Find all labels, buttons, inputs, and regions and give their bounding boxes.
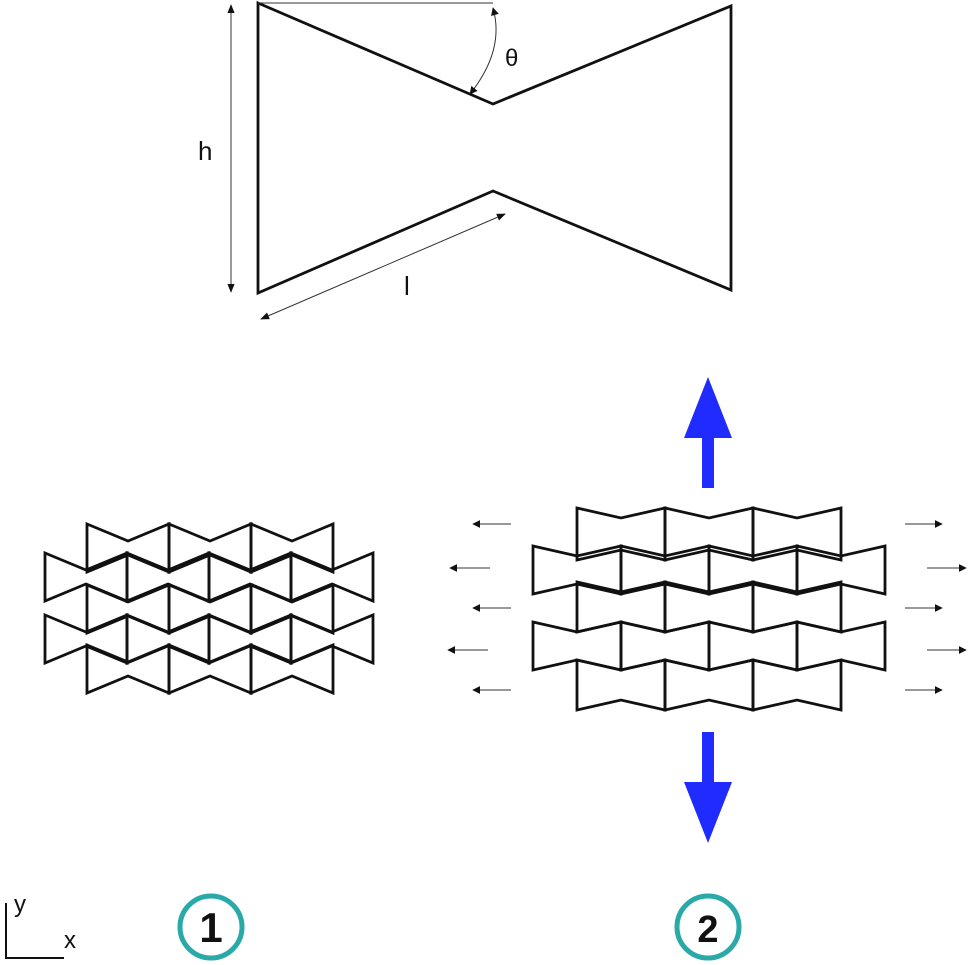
panel-badge-2: 2: [674, 893, 742, 961]
arrow-up-icon: [684, 377, 732, 488]
panel-number-1: 1: [199, 904, 222, 951]
unit-cell-outline: [256, 0, 733, 296]
height-label: h: [198, 136, 212, 166]
lateral-arrows-left: [447, 520, 511, 694]
unit-cell: h l θ: [198, 0, 733, 320]
lattice-compact: [43, 521, 375, 696]
length-dimension: [260, 213, 506, 320]
angle-arc: [469, 7, 499, 95]
lateral-arrows-right: [905, 520, 967, 694]
auxetic-cell-stretched: [795, 544, 887, 596]
auxetic-cell-stretched: [751, 506, 843, 562]
coordinate-axes: y x: [5, 891, 76, 959]
panel-badge-1: 1: [177, 893, 245, 961]
axes-lines: [5, 903, 64, 959]
panel-number-2: 2: [697, 909, 718, 951]
auxetic-cell-compact: [249, 642, 335, 696]
x-axis-label: x: [64, 927, 76, 954]
auxetic-cell-compact: [249, 521, 335, 575]
lattice-stretched: [531, 506, 887, 712]
length-label: l: [404, 271, 410, 301]
arrow-down-icon: [684, 732, 732, 843]
angle-label: θ: [505, 45, 518, 72]
auxetic-cell-stretched: [751, 658, 843, 712]
y-axis-label: y: [14, 891, 26, 918]
